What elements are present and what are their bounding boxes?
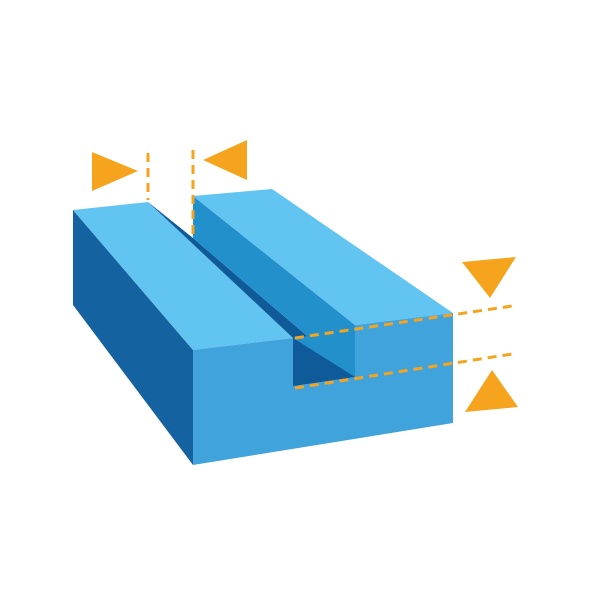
groove-depth-indicator	[294, 257, 518, 412]
right-ridge-top-face	[193, 189, 453, 325]
groove-width-indicator	[92, 140, 247, 237]
right-pointing-arrow-icon	[92, 152, 138, 191]
depth-dashed-line-top	[294, 304, 513, 340]
left-ridge-top-face	[73, 202, 293, 350]
groove-cross-section-floor	[293, 338, 355, 386]
left-pointing-arrow-icon	[203, 140, 247, 180]
up-pointing-arrow-icon	[465, 370, 518, 412]
block-left-side-face	[73, 210, 193, 465]
groove-inner-wall	[193, 196, 355, 377]
down-pointing-arrow-icon	[462, 257, 516, 298]
grooved-block	[73, 189, 453, 465]
depth-dashed-line-bottom	[294, 352, 513, 390]
groove-cross-section-wall	[293, 330, 355, 377]
block-front-face	[193, 313, 453, 465]
